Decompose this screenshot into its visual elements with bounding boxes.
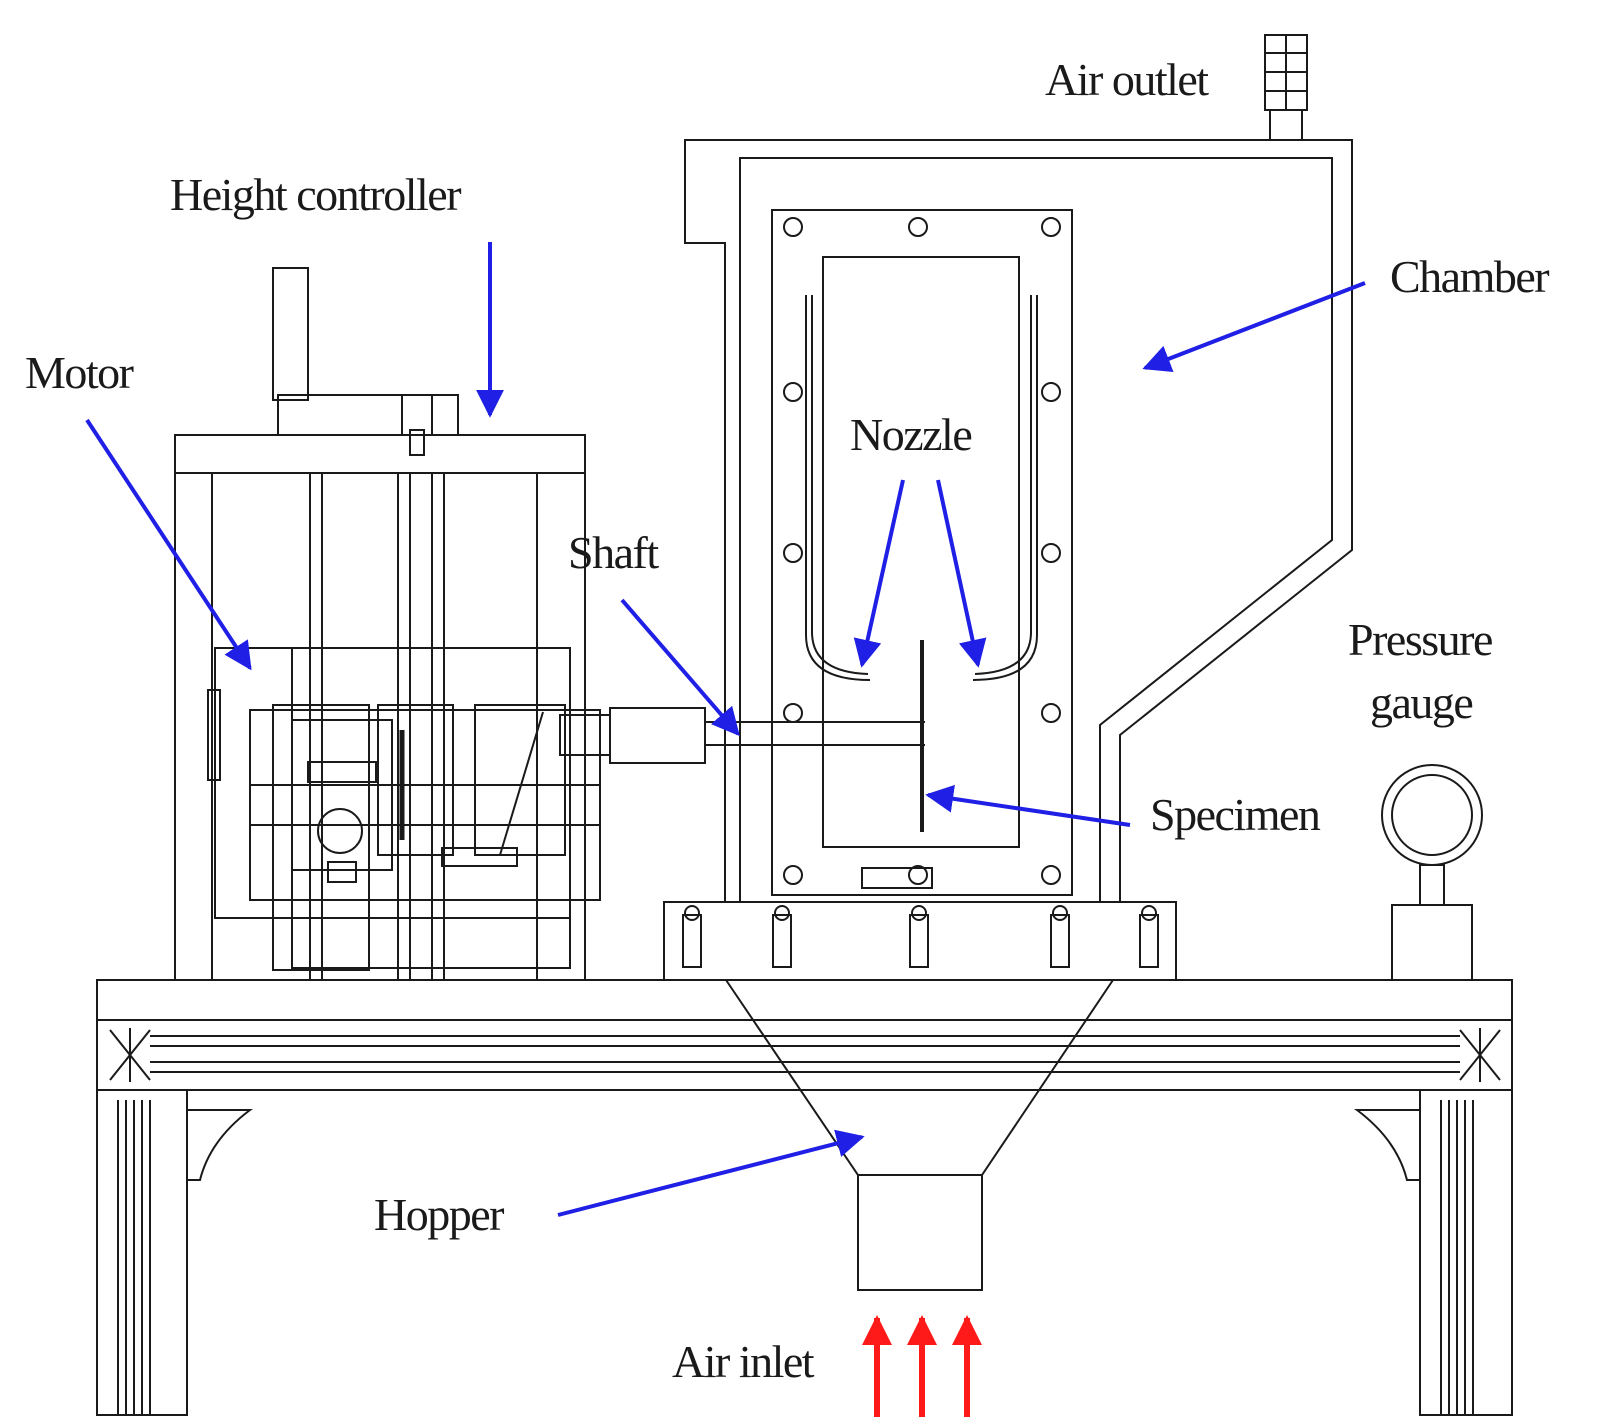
label-height-controller: Height controller: [170, 169, 461, 220]
airflow-arrows: [862, 1315, 982, 1417]
nozzle-arrow-left: [853, 479, 905, 668]
hopper: [725, 979, 1114, 1291]
specimen-arrow: [925, 784, 1131, 827]
motor-assembly: [174, 267, 925, 981]
label-chamber: Chamber: [1390, 251, 1549, 302]
shaft-arrow: [620, 598, 740, 737]
label-specimen: Specimen: [1150, 789, 1321, 840]
hopper-arrow: [557, 1129, 865, 1217]
chamber-arrow: [1142, 281, 1366, 372]
table-frame: [96, 979, 1513, 1416]
callout-arrows: [85, 242, 1366, 1217]
air-outlet-fitting: [1264, 34, 1308, 141]
chamber-bolts: [783, 217, 1061, 885]
motor-arrow: [85, 418, 252, 671]
label-pressure: Pressure: [1348, 614, 1492, 665]
label-hopper: Hopper: [374, 1189, 504, 1240]
label-motor: Motor: [25, 347, 134, 398]
label-air-inlet: Air inlet: [672, 1336, 815, 1387]
label-gauge: gauge: [1370, 677, 1472, 728]
label-air-outlet: Air outlet: [1045, 54, 1209, 105]
labels: Air outlet Height controller Motor Chamb…: [25, 54, 1551, 1387]
chamber: [663, 139, 1353, 981]
nozzle-arrow-right: [936, 479, 987, 668]
label-shaft: Shaft: [568, 527, 659, 578]
label-nozzle: Nozzle: [850, 409, 971, 460]
pressure-gauge: [1381, 764, 1483, 981]
